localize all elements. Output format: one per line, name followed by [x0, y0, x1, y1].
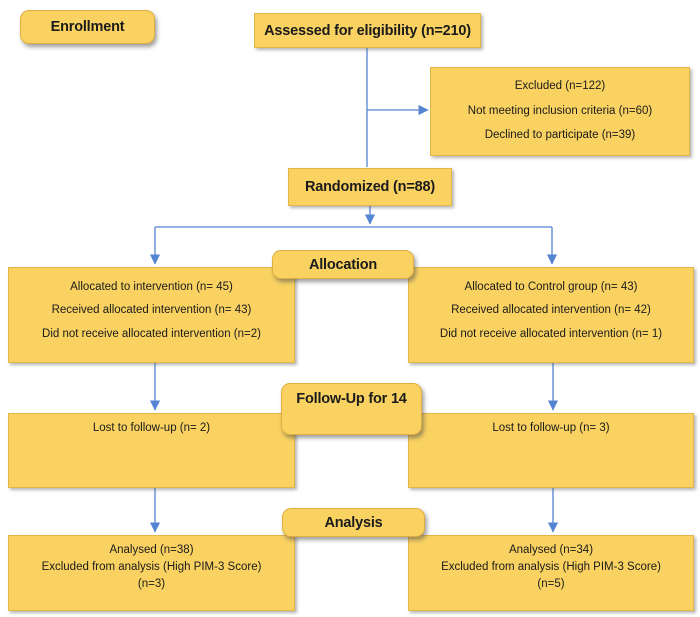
stage-label-analysis: Analysis	[282, 508, 425, 537]
excluded-declined: Declined to participate (n=39)	[484, 129, 636, 142]
lost-to-followup-control: Lost to follow-up (n= 3)	[492, 422, 610, 434]
lost-to-followup-intervention: Lost to follow-up (n= 2)	[92, 422, 211, 434]
allocated-control: Allocated to Control group (n= 43)	[464, 280, 638, 293]
excluded-total: Excluded (n=122)	[514, 80, 606, 93]
excluded-not-meeting-criteria: Not meeting inclusion criteria (n=60)	[467, 104, 653, 117]
analysis-control-box: Analysed (n=34) Excluded from analysis (…	[408, 535, 694, 611]
excluded-analysis-intervention-n: (n=3)	[137, 578, 166, 590]
stage-label-followup: Follow-Up for 14	[281, 383, 422, 435]
allocation-intervention-box: Allocated to intervention (n= 45) Receiv…	[8, 267, 295, 363]
followup-intervention-box: Lost to follow-up (n= 2)	[8, 413, 295, 488]
stage-label-allocation: Allocation	[272, 250, 414, 279]
received-control: Received allocated intervention (n= 42)	[451, 304, 651, 317]
analysis-intervention-box: Analysed (n=38) Excluded from analysis (…	[8, 535, 295, 611]
allocation-control-box: Allocated to Control group (n= 43) Recei…	[408, 267, 694, 363]
excluded-analysis-intervention: Excluded from analysis (High PIM-3 Score…	[41, 561, 262, 573]
excluded-analysis-control-n: (n=5)	[537, 578, 565, 590]
did-not-receive-intervention: Did not receive allocated intervention (…	[42, 327, 261, 340]
followup-control-box: Lost to follow-up (n= 3)	[408, 413, 694, 488]
analysed-control: Analysed (n=34)	[508, 544, 594, 556]
assessed-for-eligibility-box: Assessed for eligibility (n=210)	[254, 13, 481, 48]
excluded-analysis-control: Excluded from analysis (High PIM-3 Score…	[441, 561, 661, 573]
randomized-box: Randomized (n=88)	[288, 168, 452, 206]
received-intervention: Received allocated intervention (n= 43)	[51, 304, 252, 317]
stage-label-enrollment: Enrollment	[20, 10, 155, 44]
analysed-intervention: Analysed (n=38)	[109, 544, 194, 556]
allocated-intervention: Allocated to intervention (n= 45)	[70, 280, 233, 293]
did-not-receive-control: Did not receive allocated intervention (…	[439, 327, 663, 340]
excluded-box: Excluded (n=122) Not meeting inclusion c…	[430, 67, 690, 156]
